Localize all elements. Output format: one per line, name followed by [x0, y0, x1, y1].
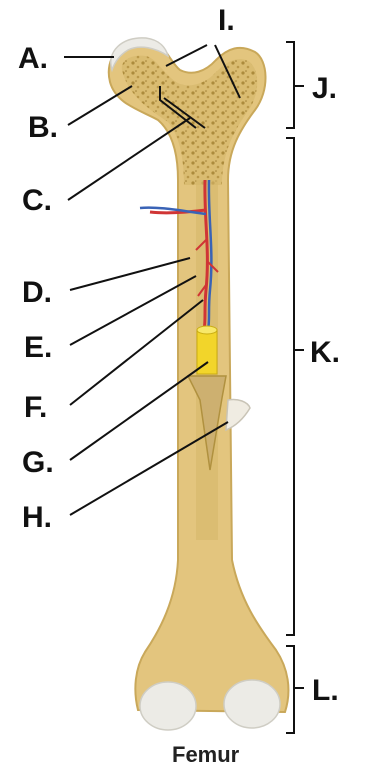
label-l: L.: [312, 674, 339, 707]
label-e: E.: [24, 331, 52, 364]
periosteum-flap: [226, 399, 250, 430]
label-a: A.: [18, 42, 48, 75]
label-d: D.: [22, 276, 52, 309]
label-h: H.: [22, 501, 52, 534]
label-k: K.: [310, 336, 340, 369]
label-b: B.: [28, 111, 58, 144]
diagram-caption: Femur: [172, 742, 240, 767]
condyle-right: [224, 680, 280, 728]
label-i: I.: [218, 4, 235, 37]
label-f: F.: [24, 391, 47, 424]
label-g: G.: [22, 446, 54, 479]
condyle-left: [140, 682, 196, 730]
label-j: J.: [312, 72, 337, 105]
label-c: C.: [22, 184, 52, 217]
